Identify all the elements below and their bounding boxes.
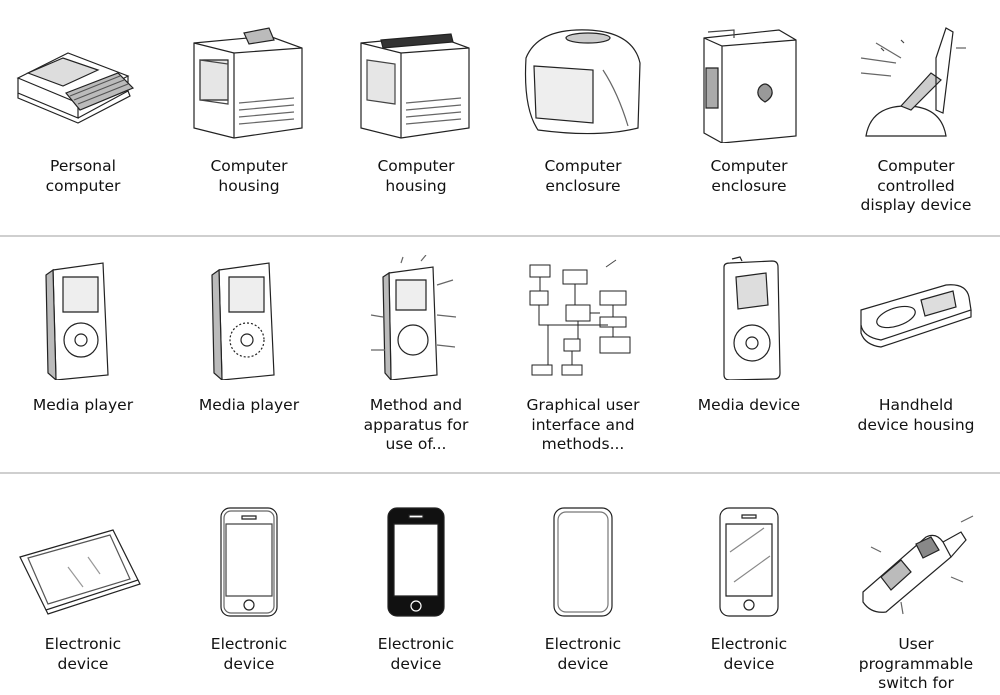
gallery-item[interactable]: Media player — [0, 237, 166, 472]
item-caption: User programmable switch for — [858, 635, 974, 692]
gallery-item[interactable]: Computer enclosure — [500, 0, 666, 235]
item-caption: Media device — [697, 396, 801, 414]
gallery-item[interactable]: Electronic device — [0, 474, 166, 695]
phone-outline-drawing-icon[interactable] — [174, 492, 324, 617]
item-caption: Electronic device — [44, 635, 122, 673]
item-caption: Computer housing — [377, 157, 455, 195]
item-caption: Personal computer — [45, 157, 121, 195]
item-caption: Electronic device — [544, 635, 622, 673]
gallery-row-3: Electronic device Electronic device — [0, 474, 1000, 695]
gallery-row-1: Personal computer Computer housing — [0, 0, 1000, 235]
gallery-item[interactable]: Media player — [166, 237, 332, 472]
item-caption: Media player — [32, 396, 134, 414]
item-caption: Computer housing — [210, 157, 288, 195]
row-divider — [0, 235, 1000, 237]
flowchart-drawing-icon[interactable] — [508, 255, 658, 380]
computer-enclosure-drawing-icon[interactable] — [508, 18, 658, 143]
personal-computer-drawing-icon[interactable] — [8, 18, 158, 143]
phone-glare-drawing-icon[interactable] — [674, 492, 824, 617]
gallery-item[interactable]: Method and apparatus for use of... — [333, 237, 499, 472]
gallery-item[interactable]: Computer housing — [166, 0, 332, 235]
item-caption: Electronic device — [377, 635, 455, 673]
gallery-item[interactable]: Graphical user interface and methods... — [500, 237, 666, 472]
item-caption: Method and apparatus for use of... — [363, 396, 469, 453]
item-caption: Electronic device — [710, 635, 788, 673]
display-arm-drawing-icon[interactable] — [841, 18, 991, 143]
gallery-item[interactable]: Electronic device — [166, 474, 332, 695]
computer-housing-drawing-icon[interactable] — [341, 18, 491, 143]
gallery-item[interactable]: Computer enclosure — [666, 0, 832, 235]
gallery-item[interactable]: User programmable switch for — [833, 474, 999, 695]
item-caption: Handheld device housing — [857, 396, 975, 434]
item-caption: Computer enclosure — [544, 157, 622, 195]
item-caption: Computer enclosure — [710, 157, 788, 195]
gallery-item[interactable]: Media device — [666, 237, 832, 472]
media-player-drawing-icon[interactable] — [8, 255, 158, 380]
gallery-item[interactable]: Personal computer — [0, 0, 166, 235]
gallery-item[interactable]: Electronic device — [500, 474, 666, 695]
media-player-drawing-icon[interactable] — [174, 255, 324, 380]
tower-enclosure-drawing-icon[interactable] — [674, 18, 824, 143]
gallery-item[interactable]: Computer housing — [333, 0, 499, 235]
item-caption: Media player — [198, 396, 300, 414]
item-caption: Electronic device — [210, 635, 288, 673]
gallery-row-2: Media player Media player — [0, 237, 1000, 472]
item-caption: Graphical user interface and methods... — [526, 396, 640, 453]
phone-black-drawing-icon[interactable] — [341, 492, 491, 617]
remote-switch-drawing-icon[interactable] — [841, 492, 991, 617]
gallery-item[interactable]: Electronic device — [666, 474, 832, 695]
gallery-item[interactable]: Computer controlled display device — [833, 0, 999, 235]
phone-blank-drawing-icon[interactable] — [508, 492, 658, 617]
media-player-annotated-drawing-icon[interactable] — [341, 255, 491, 380]
tablet-drawing-icon[interactable] — [8, 492, 158, 617]
row-divider — [0, 472, 1000, 474]
item-caption: Computer controlled display device — [860, 157, 972, 214]
gallery-item[interactable]: Electronic device — [333, 474, 499, 695]
computer-housing-drawing-icon[interactable] — [174, 18, 324, 143]
handheld-housing-drawing-icon[interactable] — [841, 255, 991, 380]
gallery-item[interactable]: Handheld device housing — [833, 237, 999, 472]
media-device-drawing-icon[interactable] — [674, 255, 824, 380]
